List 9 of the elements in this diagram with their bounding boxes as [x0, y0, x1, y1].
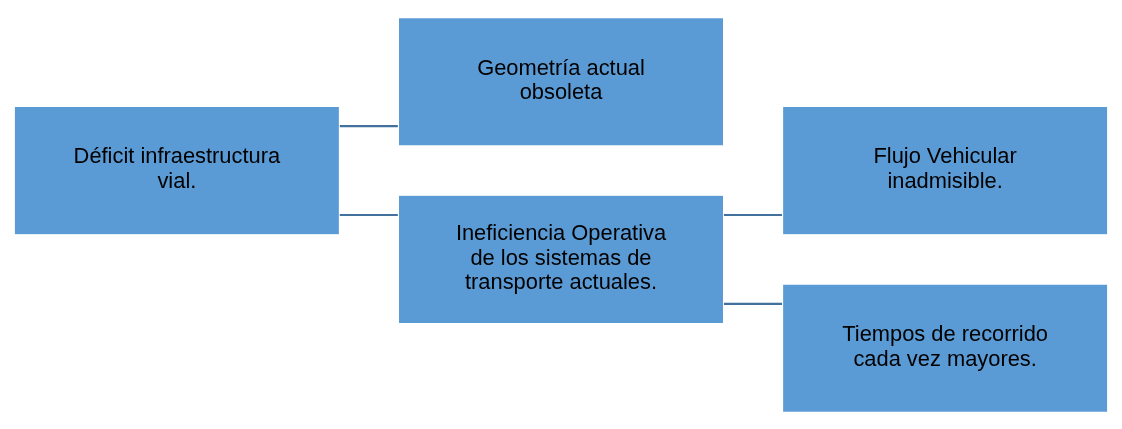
connector: [339, 124, 398, 127]
node-box: Tiempos de recorrido cada vez mayores.: [781, 282, 1109, 413]
node-box: Flujo Vehicular inadmisible.: [781, 105, 1109, 235]
node-box: Geometría actual obsoleta: [397, 16, 725, 147]
node-box: Déficit infraestructura vial.: [13, 105, 341, 235]
connector: [723, 213, 782, 216]
node-box: Ineficiencia Operativa de los sistemas de transporte actuales.: [397, 194, 725, 324]
connector: [723, 302, 782, 305]
connector: [339, 213, 398, 216]
